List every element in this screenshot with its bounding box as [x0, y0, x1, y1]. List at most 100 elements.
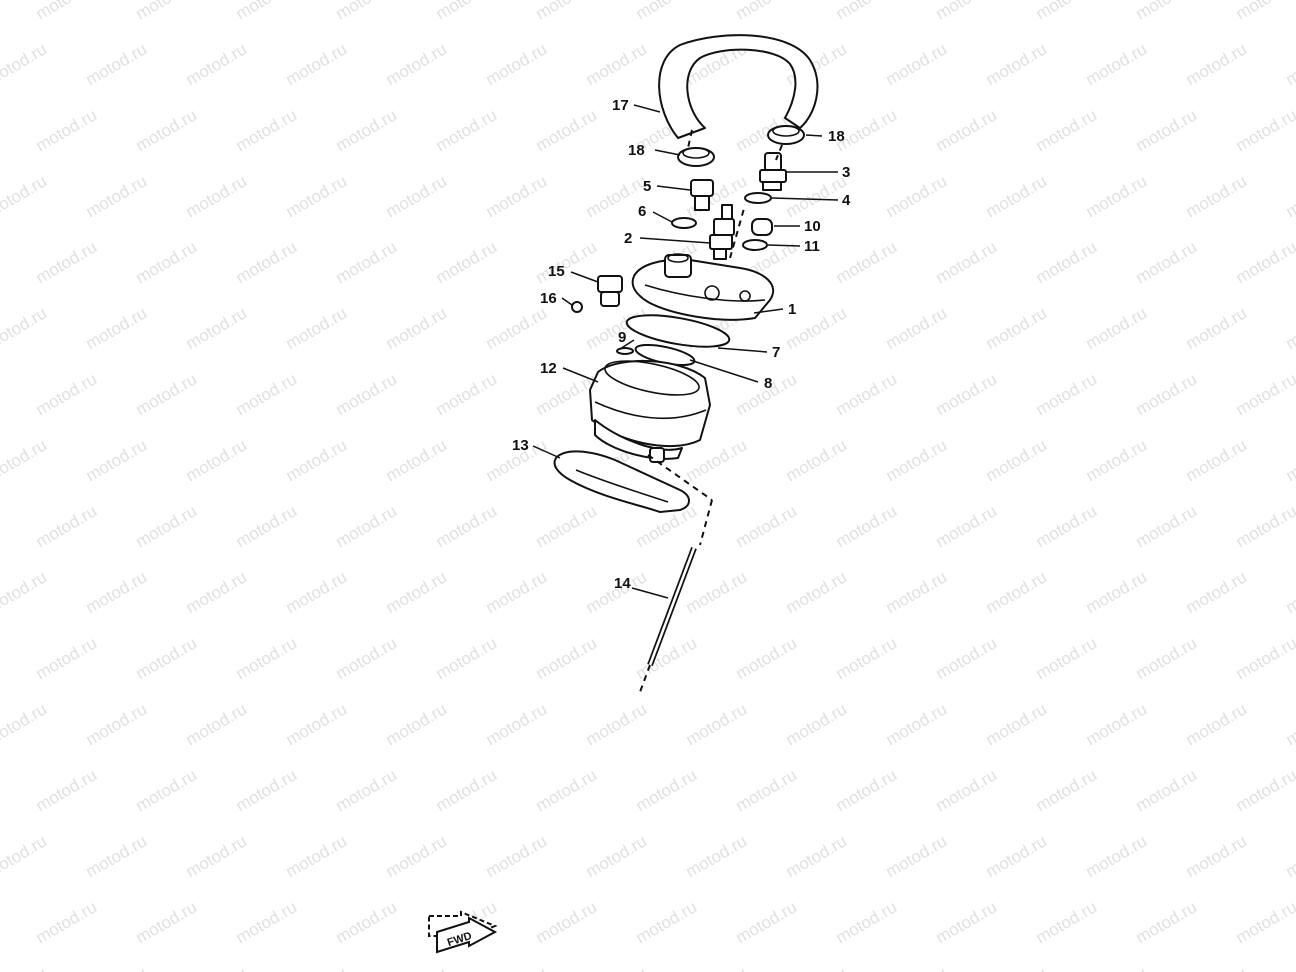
- watermark-text: motod.ru: [1083, 567, 1151, 617]
- watermark-text: motod.ru: [133, 369, 201, 419]
- watermark-text: motod.ru: [283, 699, 351, 749]
- watermark-text: motod.ru: [1033, 237, 1101, 287]
- part-12-cylinder: [589, 359, 711, 463]
- watermark-text: motod.ru: [133, 897, 201, 947]
- watermark-text: motod.ru: [1183, 963, 1251, 972]
- callout-1: 1: [788, 301, 796, 318]
- watermark-text: motod.ru: [0, 831, 50, 881]
- watermark-text: motod.ru: [833, 633, 901, 683]
- watermark-text: motod.ru: [1033, 501, 1101, 551]
- watermark-text: motod.ru: [1033, 369, 1101, 419]
- part-14-stud: [647, 546, 697, 667]
- watermark-text: motod.ru: [883, 963, 951, 972]
- part-3-fitting: [759, 152, 787, 191]
- watermark-text: motod.ru: [333, 501, 401, 551]
- watermark-text: motod.ru: [483, 831, 551, 881]
- watermark-text: motod.ru: [1233, 237, 1296, 287]
- callout-15: 15: [548, 263, 565, 280]
- watermark-text: motod.ru: [1233, 0, 1296, 23]
- watermark-text: motod.ru: [83, 171, 151, 221]
- watermark-text: motod.ru: [1083, 303, 1151, 353]
- watermark-text: motod.ru: [133, 105, 201, 155]
- watermark-text: motod.ru: [1183, 39, 1251, 89]
- watermark-text: motod.ru: [883, 567, 951, 617]
- watermark-text: motod.ru: [483, 171, 551, 221]
- watermark-text: motod.ru: [783, 963, 851, 972]
- watermark-text: motod.ru: [233, 633, 301, 683]
- watermark-text: motod.ru: [333, 633, 401, 683]
- watermark-text: motod.ru: [1033, 897, 1101, 947]
- watermark-text: motod.ru: [183, 831, 251, 881]
- part-18-clamp-left: [677, 147, 715, 167]
- watermark-text: motod.ru: [983, 567, 1051, 617]
- watermark-text: motod.ru: [0, 303, 50, 353]
- watermark-text: motod.ru: [33, 105, 101, 155]
- watermark-text: motod.ru: [633, 633, 701, 683]
- watermark-text: motod.ru: [433, 765, 501, 815]
- watermark-text: motod.ru: [683, 567, 751, 617]
- watermark-text: motod.ru: [183, 39, 251, 89]
- watermark-text: motod.ru: [383, 303, 451, 353]
- watermark-text: motod.ru: [783, 435, 851, 485]
- watermark-text: motod.ru: [83, 567, 151, 617]
- watermark-text: motod.ru: [83, 39, 151, 89]
- watermark-text: motod.ru: [233, 105, 301, 155]
- watermark-text: motod.ru: [533, 897, 601, 947]
- watermark-text: motod.ru: [583, 831, 651, 881]
- watermark-text: motod.ru: [983, 39, 1051, 89]
- watermark-text: motod.ru: [983, 831, 1051, 881]
- watermark-text: motod.ru: [233, 501, 301, 551]
- watermark-text: motod.ru: [383, 171, 451, 221]
- watermark-text: motod.ru: [1133, 897, 1201, 947]
- watermark-text: motod.ru: [1083, 39, 1151, 89]
- watermark-text: motod.ru: [83, 699, 151, 749]
- callout-12: 12: [540, 360, 557, 377]
- callout-4: 4: [842, 192, 851, 209]
- watermark-text: motod.ru: [1033, 105, 1101, 155]
- callout-8: 8: [764, 375, 772, 392]
- watermark-text: motod.ru: [1183, 171, 1251, 221]
- watermark-text: motod.ru: [283, 831, 351, 881]
- part-2-spark-plug: [709, 204, 735, 260]
- watermark-text: motod.ru: [133, 0, 201, 23]
- watermark-text: motod.ru: [583, 699, 651, 749]
- watermark-text: motod.ru: [1283, 831, 1296, 881]
- callout-14: 14: [614, 575, 631, 592]
- watermark-text: motod.ru: [433, 0, 501, 23]
- watermark-text: motod.ru: [0, 699, 50, 749]
- watermark-text: motod.ru: [33, 369, 101, 419]
- watermark-text: motod.ru: [433, 501, 501, 551]
- watermark-text: motod.ru: [33, 633, 101, 683]
- watermark-text: motod.ru: [433, 237, 501, 287]
- watermark-text: motod.ru: [233, 0, 301, 23]
- watermark-text: motod.ru: [833, 765, 901, 815]
- watermark-text: motod.ru: [733, 897, 801, 947]
- watermark-text: motod.ru: [833, 0, 901, 23]
- watermark-text: motod.ru: [1033, 765, 1101, 815]
- callout-11: 11: [804, 238, 820, 255]
- watermark-text: motod.ru: [933, 633, 1001, 683]
- watermark-text: motod.ru: [733, 765, 801, 815]
- watermark-text: motod.ru: [1283, 963, 1296, 972]
- watermark-text: motod.ru: [1233, 633, 1296, 683]
- watermark-text: motod.ru: [333, 765, 401, 815]
- watermark-text: motod.ru: [983, 171, 1051, 221]
- callout-7: 7: [772, 344, 780, 361]
- watermark-text: motod.ru: [533, 501, 601, 551]
- callout-18-left: 18: [628, 142, 645, 159]
- watermark-text: motod.ru: [133, 633, 201, 683]
- watermark-text: motod.ru: [483, 699, 551, 749]
- part-4-washer: [744, 192, 772, 204]
- watermark-text: motod.ru: [1183, 831, 1251, 881]
- watermark-text: motod.ru: [533, 633, 601, 683]
- watermark-text: motod.ru: [283, 567, 351, 617]
- watermark-text: motod.ru: [333, 237, 401, 287]
- watermark-text: motod.ru: [0, 435, 50, 485]
- watermark-text: motod.ru: [33, 897, 101, 947]
- watermark-text: motod.ru: [333, 0, 401, 23]
- watermark-text: motod.ru: [833, 237, 901, 287]
- watermark-text: motod.ru: [1083, 435, 1151, 485]
- part-16-screw: [571, 301, 583, 313]
- part-13-base-gasket: [553, 450, 690, 513]
- watermark-text: motod.ru: [1133, 0, 1201, 23]
